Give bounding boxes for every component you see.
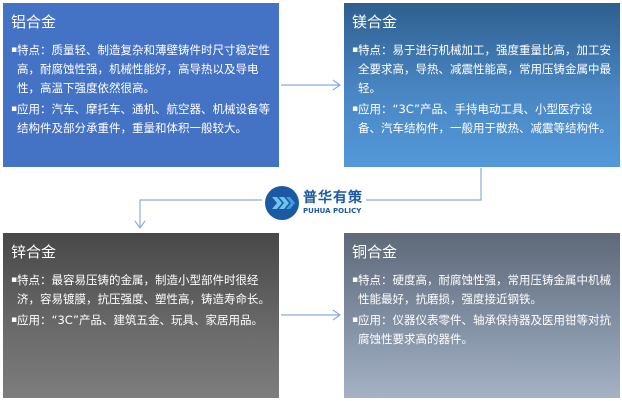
aluminum-features: ▪ 特点：质量轻、制造复杂和薄壁铸件时尺寸稳定性高，耐腐蚀性强，机械性能好，高导… bbox=[11, 41, 271, 98]
bullet-icon: ▪ bbox=[11, 275, 18, 285]
copper-alloy-box: 铜合金 ▪ 特点：硬度高，耐腐蚀性强，常用压铸金属中机械性能最好，抗磨损，强度接… bbox=[344, 233, 620, 398]
zinc-title: 锌合金 bbox=[11, 243, 57, 261]
chevron-logo-icon bbox=[265, 186, 299, 220]
zinc-applications: ▪ 应用：“3C”产品、建筑五金、玩具、家居用品。 bbox=[11, 311, 271, 330]
bullet-icon: ▪ bbox=[11, 104, 18, 114]
bullet-icon: ▪ bbox=[352, 45, 359, 55]
aluminum-title: 铝合金 bbox=[11, 13, 57, 31]
magnesium-features: ▪ 特点：易于进行机械加工，强度重量比高，加工安全要求高，导热、减震性能高，常用… bbox=[352, 41, 612, 98]
bullet-icon: ▪ bbox=[352, 275, 359, 285]
logo-name-en: PUHUA POLICY bbox=[303, 207, 362, 215]
magnesium-alloy-box: 镁合金 ▪ 特点：易于进行机械加工，强度重量比高，加工安全要求高，导热、减震性能… bbox=[344, 3, 620, 167]
zinc-features: ▪ 特点：最容易压铸的金属，制造小型部件时很经济，容易镀膜，抗压强度、塑性高，铸… bbox=[11, 271, 271, 309]
copper-title: 铜合金 bbox=[352, 243, 398, 261]
logo-name-cn: 普华有策 bbox=[303, 190, 363, 206]
puhua-policy-logo: 普华有策 PUHUA POLICY bbox=[262, 186, 366, 220]
magnesium-applications: ▪ 应用：“3C”产品、手持电动工具、小型医疗设备、汽车结构件，一般用于散热、减… bbox=[352, 100, 612, 138]
aluminum-applications: ▪ 应用：汽车、摩托车、通机、航空器、机械设备等结构件及部分承重件，重量和体积一… bbox=[11, 100, 271, 138]
magnesium-title: 镁合金 bbox=[352, 13, 398, 31]
bullet-icon: ▪ bbox=[352, 104, 359, 114]
aluminum-alloy-box: 铝合金 ▪ 特点：质量轻、制造复杂和薄壁铸件时尺寸稳定性高，耐腐蚀性强，机械性能… bbox=[3, 3, 279, 167]
bullet-icon: ▪ bbox=[352, 315, 359, 325]
copper-features: ▪ 特点：硬度高，耐腐蚀性强，常用压铸金属中机械性能最好，抗磨损，强度接近钢铁。 bbox=[352, 271, 612, 309]
zinc-alloy-box: 锌合金 ▪ 特点：最容易压铸的金属，制造小型部件时很经济，容易镀膜，抗压强度、塑… bbox=[3, 233, 279, 398]
bullet-icon: ▪ bbox=[11, 45, 18, 55]
copper-applications: ▪ 应用：仪器仪表零件、轴承保持器及医用钳等对抗腐蚀性要求高的器件。 bbox=[352, 311, 612, 349]
bullet-icon: ▪ bbox=[11, 315, 18, 325]
